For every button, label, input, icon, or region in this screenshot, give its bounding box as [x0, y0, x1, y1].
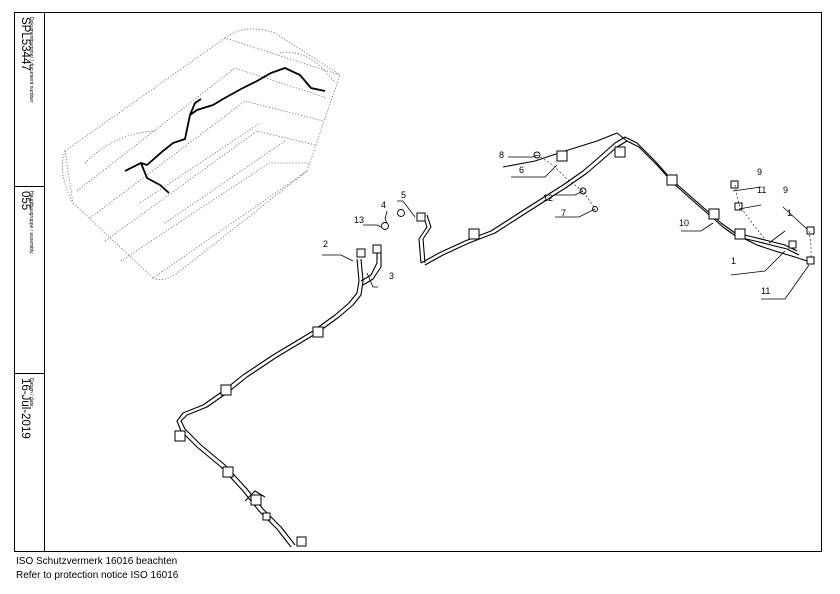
- exploded-view: 8 6 12 7 5 4 13 2 3 9 11 9 10 1 1 11: [45, 13, 822, 551]
- clamp: [174, 430, 186, 442]
- callout-label: 6: [519, 165, 524, 175]
- callout-label: 8: [499, 150, 504, 160]
- callout-label: 4: [381, 200, 386, 210]
- callout-label: 10: [679, 218, 689, 228]
- screw-head: [397, 209, 405, 217]
- hose-line-diagram: 8 6 12 7 5 4 13 2 3 9 11 9 10 1 1 11: [61, 28, 815, 548]
- clamp: [468, 228, 480, 240]
- drawing-frame: Dokumentnummer / document number SPL5344…: [14, 12, 822, 552]
- overview-inset: [61, 28, 341, 280]
- clamp: [220, 384, 232, 396]
- fitting: [806, 256, 815, 265]
- clamp: [614, 146, 626, 158]
- fitting: [372, 244, 382, 254]
- document-number-cell: Dokumentnummer / document number SPL5344…: [15, 13, 44, 187]
- clamp: [666, 174, 678, 186]
- dash-guides: [536, 154, 812, 259]
- overview-hose-highlight: [124, 67, 326, 194]
- clamp: [250, 494, 262, 506]
- date-cell: Datum / date 16-Jul-2019: [15, 374, 44, 551]
- callout-label: 3: [389, 271, 394, 281]
- clamps: [174, 146, 815, 547]
- fitting: [296, 536, 307, 547]
- fitting: [730, 180, 739, 189]
- assembly-number: 055: [19, 191, 31, 211]
- fitting: [416, 212, 426, 222]
- callout-label: 11: [757, 185, 766, 195]
- fitting: [262, 512, 271, 521]
- callout-label: 9: [757, 167, 762, 177]
- main-hose-assembly: [176, 132, 808, 548]
- clamp: [222, 466, 234, 478]
- fitting: [788, 240, 797, 249]
- protection-notice-de: ISO Schutzvermerk 16016 beachten: [16, 556, 178, 567]
- clamp: [708, 208, 720, 220]
- clamp: [556, 150, 568, 162]
- item-callouts: 8 6 12 7 5 4 13 2 3 9 11 9 10 1 1 11: [323, 150, 792, 296]
- callout-label: 1: [787, 208, 792, 218]
- callout-label: 1: [731, 256, 736, 266]
- protection-notice-en: Refer to protection notice ISO 16016: [16, 570, 179, 581]
- callout-label: 5: [401, 190, 406, 200]
- callout-label: 12: [543, 193, 553, 203]
- fitting: [356, 248, 366, 258]
- leader-lines: [322, 154, 810, 300]
- callout-label: 13: [354, 215, 364, 225]
- date-value: 16-Jul-2019: [19, 378, 31, 439]
- callout-label: 9: [783, 185, 788, 195]
- fitting: [806, 226, 815, 235]
- document-number: SPL53447: [19, 17, 31, 71]
- clamp: [312, 326, 324, 338]
- fitting: [734, 202, 743, 211]
- title-block: Dokumentnummer / document number SPL5344…: [15, 13, 45, 551]
- callout-label: 7: [561, 208, 566, 218]
- washer: [381, 222, 389, 230]
- assembly-cell: Hauptbaugruppe / assembly 055: [15, 187, 44, 374]
- clamp: [734, 228, 746, 240]
- callout-label: 2: [323, 239, 328, 249]
- callout-label: 11: [761, 286, 770, 296]
